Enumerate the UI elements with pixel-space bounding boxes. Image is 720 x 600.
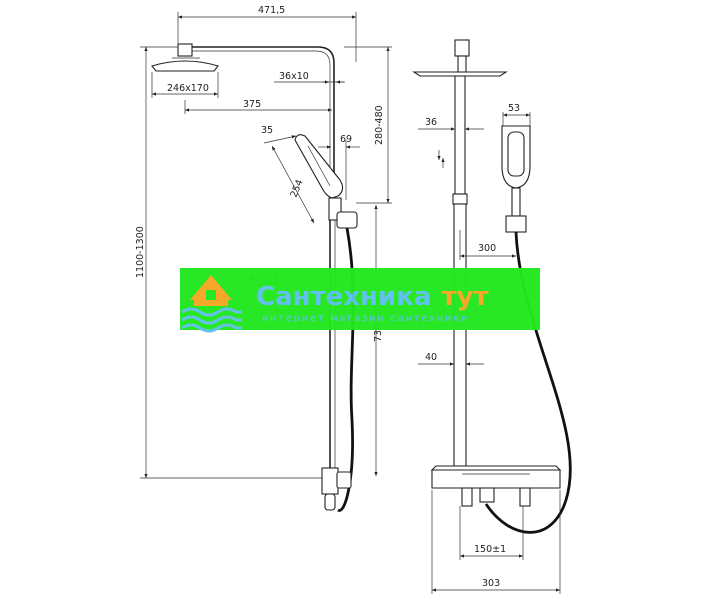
valve-body xyxy=(321,467,339,495)
valve-outlet xyxy=(336,471,352,489)
dim-height-adjust: 280-480 xyxy=(374,105,385,145)
rain-head xyxy=(151,60,219,72)
dim-handshower-offset: 69 xyxy=(340,134,352,145)
inlet-right xyxy=(519,487,531,507)
mixer-top xyxy=(430,465,562,471)
front-view: 36 53 300 40 150±1 xyxy=(412,39,572,594)
brand-name-accent: тут xyxy=(441,282,488,312)
house-window xyxy=(206,290,216,300)
mixer-body xyxy=(431,469,561,489)
wave-icon xyxy=(181,315,242,325)
hose-nut xyxy=(505,215,527,233)
dim-arm-section: 36x10 xyxy=(279,71,309,82)
brand-tagline: интернет магазин сантехники xyxy=(262,313,469,324)
dim-connection-spacing: 150±1 xyxy=(474,544,506,555)
head-connector xyxy=(177,43,193,57)
dim-hose-offset: 300 xyxy=(478,243,496,254)
holder-slider xyxy=(336,211,358,229)
brand-name-main: Сантехника xyxy=(256,282,431,312)
wave-icon xyxy=(181,323,242,333)
dim-lower-height: 730 xyxy=(373,324,384,342)
rain-head-front xyxy=(412,71,508,77)
side-view: 471,5 246x170 36x10 375 280-480 1100-13 xyxy=(135,5,392,512)
shower-arm-inner xyxy=(186,50,331,188)
head-neck xyxy=(457,55,467,73)
dim-mixer-width: 303 xyxy=(482,578,500,589)
brand-name: Сантехника тут xyxy=(256,282,489,312)
upper-pipe xyxy=(454,75,466,195)
pipe-collar xyxy=(452,193,468,205)
dim-line-hs-length xyxy=(271,145,315,224)
spray-face xyxy=(507,131,525,177)
mixer-outlet xyxy=(479,487,495,503)
wave-icon xyxy=(181,307,242,317)
handle-front xyxy=(511,187,521,217)
dim-handshower-front: 53 xyxy=(508,103,520,114)
logo-icon xyxy=(181,275,242,333)
dim-width-total: 471,5 xyxy=(258,5,285,16)
shower-arm xyxy=(186,46,335,188)
dim-overall-height: 1100-1300 xyxy=(135,226,146,278)
head-connector-front xyxy=(454,39,470,57)
valve-knob xyxy=(324,493,336,511)
dim-arm-reach: 375 xyxy=(243,99,261,110)
dim-pipe-lower: 40 xyxy=(425,352,437,363)
dim-line-hs-width xyxy=(263,135,297,144)
dim-handshower-width: 35 xyxy=(261,125,273,136)
inlet-left xyxy=(461,487,473,507)
watermark: Сантехника тут интернет магазин сантехник… xyxy=(180,268,540,333)
dim-head-size: 246x170 xyxy=(167,83,209,94)
dim-pipe-upper: 36 xyxy=(425,117,437,128)
